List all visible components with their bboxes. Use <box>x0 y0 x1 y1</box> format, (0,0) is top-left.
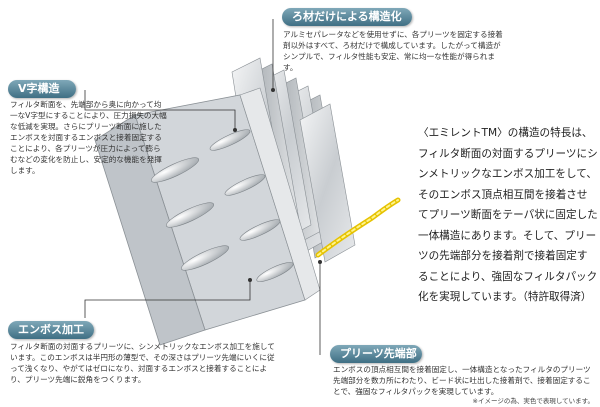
desc-vji: フィルタ断面を、先端部から奥に向かって均一なV字型にすることにより、圧力損失の大… <box>10 100 167 175</box>
leader-lines <box>84 19 321 355</box>
desc-emboss: フィルタ断面の対面するプリーツに、シンメトリックなエンボス加工を施しています。こ… <box>10 342 275 384</box>
desc-pleats: エンボスの頂点相互間を接着固定し、一体構造となったフィルタのプリーツ先端部分を数… <box>333 365 591 396</box>
footnote: ※イメージの為、実色で表現しています。 <box>472 397 594 405</box>
main-description: 〈エミレントTM〉の構造の特長は、フィルタ断面の対面するプリーツにシンメトリック… <box>418 127 598 303</box>
label-vji: V字構造 <box>8 80 76 98</box>
adhesive-bead <box>315 197 401 258</box>
v-structure-face <box>94 87 321 346</box>
leader-dots <box>233 88 322 282</box>
label-pleats: プリーツ先端部 <box>330 345 422 363</box>
desc-rozai: アルミセパレータなどを使用せずに、各プリーツを固定する接着剤以外はすべて、ろ材だ… <box>283 30 503 72</box>
label-rozai: ろ材だけによる構造化 <box>282 8 412 26</box>
label-emboss: エンボス加工 <box>8 321 94 339</box>
emboss-marks <box>150 129 294 282</box>
